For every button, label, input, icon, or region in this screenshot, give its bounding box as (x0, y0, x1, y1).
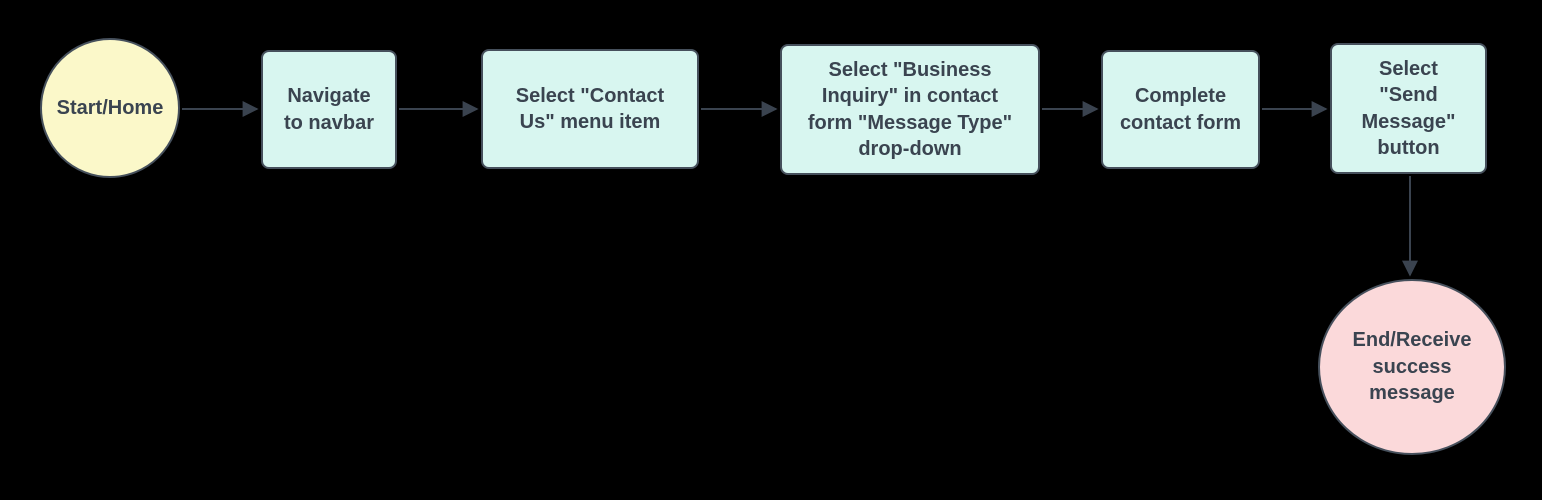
node-label: Start/Home (56, 96, 164, 119)
node-label: End/Receive success message (1352, 329, 1472, 405)
node-end-receive-success: End/Receive success message (1318, 279, 1506, 455)
node-select-business-inquiry: Select "Business Inquiry" in contact for… (780, 44, 1040, 175)
node-label: Select "Business Inquiry" in contact for… (807, 58, 1013, 160)
node-navigate-to-navbar: Navigate to navbar (261, 50, 397, 169)
node-select-send-message: Select "Send Message" button (1330, 43, 1487, 174)
node-label: Select "Send Message" button (1361, 57, 1456, 159)
node-complete-contact-form: Complete contact form (1101, 50, 1260, 169)
node-label: Complete contact form (1119, 85, 1242, 134)
node-select-contact-us: Select "Contact Us" menu item (481, 49, 699, 169)
node-start-home: Start/Home (40, 38, 180, 178)
node-label: Navigate to navbar (283, 85, 375, 134)
node-label: Select "Contact Us" menu item (515, 84, 665, 133)
